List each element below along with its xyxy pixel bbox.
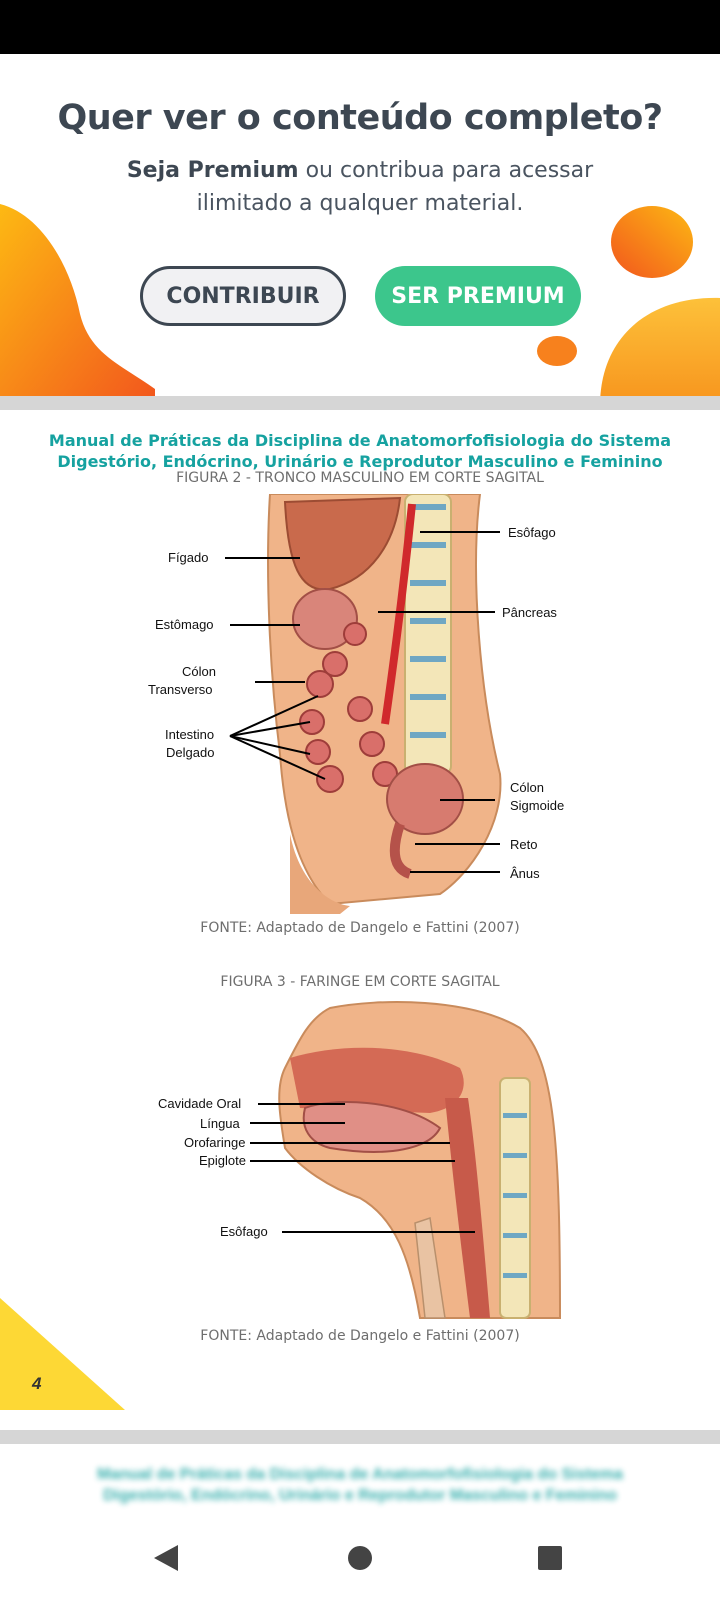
back-button[interactable] (146, 1538, 186, 1578)
premium-button[interactable]: SER PREMIUM (375, 266, 581, 326)
system-nav-bar (0, 1514, 720, 1600)
label-cavidade-oral: Cavidade Oral (158, 1096, 241, 1111)
label-esofago-faringe: Esôfago (220, 1224, 268, 1239)
contribute-button[interactable]: CONTRIBUIR (140, 266, 346, 326)
document-title-line1: Manual de Práticas da Disciplina de Anat… (40, 430, 680, 451)
document-title: Manual de Práticas da Disciplina de Anat… (40, 430, 680, 472)
torso-illustration: Fígado Estômago Cólon Transverso Intesti… (0, 494, 720, 914)
home-button[interactable] (340, 1538, 380, 1578)
label-esofago: Esôfago (508, 525, 556, 540)
premium-subtitle: Seja Premium ou contribua para acessar i… (0, 154, 720, 220)
blurred-title-line1: Manual de Práticas da Disciplina de Anat… (80, 1464, 640, 1485)
next-page-preview: Manual de Práticas da Disciplina de Anat… (0, 1444, 720, 1514)
label-intestino-2: Delgado (166, 745, 214, 760)
label-colon-sigmoide-1: Cólon (510, 780, 544, 795)
page-divider (0, 396, 720, 410)
pharynx-illustration: Cavidade Oral Língua Orofaringe Epiglote… (0, 998, 720, 1328)
premium-banner: Quer ver o conteúdo completo? Seja Premi… (0, 54, 720, 398)
label-colon-transverso-1: Cólon (182, 664, 216, 679)
subtitle-bold: Seja Premium (127, 158, 299, 183)
label-reto: Reto (510, 837, 537, 852)
subtitle-rest: ou contribua para acessar (299, 158, 594, 183)
recents-square-icon (536, 1544, 564, 1572)
recents-button[interactable] (530, 1538, 570, 1578)
label-anus: Ânus (510, 866, 540, 881)
figure2-caption: FIGURA 2 - TRONCO MASCULINO EM CORTE SAG… (0, 470, 720, 486)
blurred-title: Manual de Práticas da Disciplina de Anat… (80, 1464, 640, 1506)
page-divider-bottom (0, 1430, 720, 1444)
orange-blob-right-bottom (600, 296, 720, 398)
document-page: Manual de Práticas da Disciplina de Anat… (0, 410, 720, 1430)
orange-blob-right-small (535, 334, 579, 368)
label-orofaringe: Orofaringe (184, 1135, 245, 1150)
subtitle-line2: ilimitado a qualquer material. (197, 191, 524, 216)
label-lingua: Língua (200, 1116, 241, 1131)
document-title-line2: Digestório, Endócrino, Urinário e Reprod… (40, 451, 680, 472)
label-intestino-1: Intestino (165, 727, 214, 742)
status-bar (0, 0, 720, 54)
page-corner-triangle (0, 1298, 125, 1410)
premium-heading: Quer ver o conteúdo completo? (0, 98, 720, 138)
back-triangle-icon (152, 1543, 180, 1573)
label-colon-sigmoide-2: Sigmoide (510, 798, 564, 813)
label-estomago: Estômago (155, 617, 214, 632)
figure3-caption: FIGURA 3 - FARINGE EM CORTE SAGITAL (0, 974, 720, 990)
label-colon-transverso-2: Transverso (148, 682, 213, 697)
home-circle-icon (346, 1544, 374, 1572)
page-number: 4 (32, 1374, 41, 1394)
label-epiglote: Epiglote (199, 1153, 246, 1168)
figure2-source: FONTE: Adaptado de Dangelo e Fattini (20… (0, 920, 720, 936)
orange-blob-left (0, 204, 160, 398)
label-pancreas: Pâncreas (502, 605, 557, 620)
label-figado: Fígado (168, 550, 208, 565)
blurred-title-line2: Digestório, Endócrino, Urinário e Reprod… (80, 1485, 640, 1506)
